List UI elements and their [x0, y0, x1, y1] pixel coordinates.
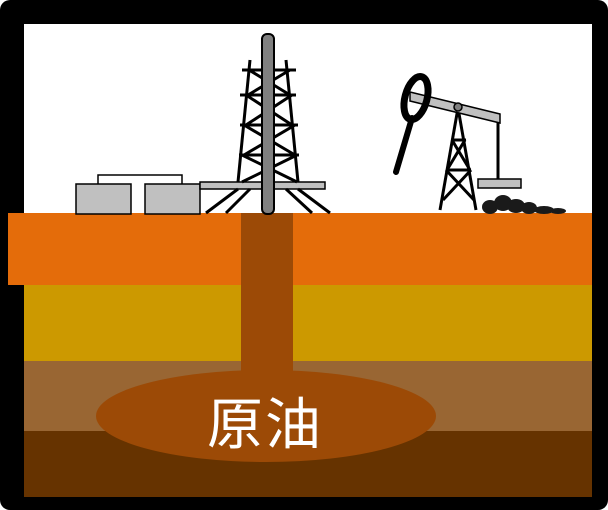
drilling-derrick: [199, 33, 331, 215]
pump-jack: [393, 73, 566, 214]
stratum-second: [24, 285, 592, 361]
tank-left: [75, 183, 132, 215]
crude-oil-label: 原油: [207, 392, 323, 458]
pitman-arm: [393, 115, 415, 175]
crude-oil-pile: [482, 195, 566, 214]
stratum-top: [8, 213, 592, 285]
derrick-pipe: [261, 33, 275, 215]
oil-reservoir: [96, 370, 436, 462]
wellhead: [477, 178, 522, 189]
well-shaft: [241, 213, 293, 388]
tank-connector: [97, 174, 183, 184]
storage-tanks: [75, 174, 201, 215]
tank-right: [144, 183, 201, 215]
beam-pivot: [453, 102, 463, 112]
